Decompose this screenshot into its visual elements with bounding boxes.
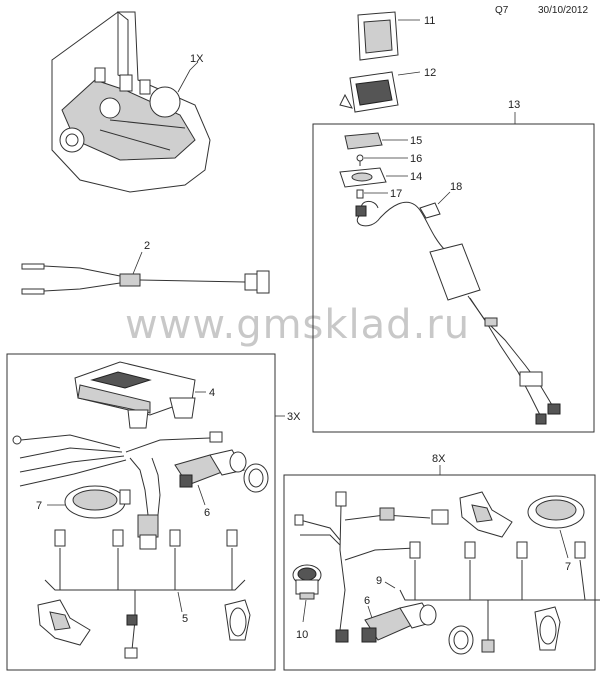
part-1-console-housing [51,10,211,193]
part-7-sensor-pad-right [527,495,585,529]
callout-18: 18 [450,181,462,193]
callout-8x: 8X [432,453,446,465]
part-4-control-module [74,361,196,429]
part-5-sensor-harness [12,431,246,659]
part-9-sensor-harness [294,491,600,653]
part-7-sensor-pad-left [64,485,131,519]
part-17-bolt [356,189,364,199]
callout-5: 5 [182,613,188,625]
part-18-clip [419,202,441,219]
part-ring-left [243,463,269,493]
callout-13: 13 [508,99,520,111]
part-bracket-left [37,599,91,646]
watermark: www.gmsklad.ru [125,302,470,348]
callout-14: 14 [410,171,422,183]
part-15-pad [344,132,383,150]
part-bracket-right [459,491,513,538]
group-box-8x [283,474,596,671]
callout-6-right: 6 [364,595,370,607]
part-13-harness [355,201,561,425]
callout-1x: 1X [190,53,204,65]
part-bezel-left [224,599,251,641]
part-12-phone-cradle [339,71,399,113]
part-16-screw [356,154,364,166]
diagram-date: 30/10/2012 [538,5,588,16]
callout-17: 17 [390,188,402,200]
callout-15: 15 [410,135,422,147]
part-11-phone-insert [357,11,399,61]
part-bezel-right [534,606,561,651]
part-2-adapter-cable [21,263,270,295]
callout-7-left: 7 [36,500,42,512]
callout-10: 10 [296,629,308,641]
group-box-13 [312,123,595,433]
callout-11: 11 [424,15,435,27]
part-ring-right [448,625,474,655]
callout-6-left: 6 [204,507,210,519]
callout-9: 9 [376,575,382,587]
callout-7-right: 7 [565,561,571,573]
part-14-mount-base [339,167,387,188]
part-6-sensor-connector-right [361,602,437,643]
callout-12: 12 [424,67,436,79]
part-6-sensor-connector-left [174,449,247,488]
part-10-switch [292,564,322,600]
callout-2: 2 [144,240,150,252]
callout-4: 4 [209,387,215,399]
callout-3x: 3X [287,411,301,423]
group-box-3x [6,353,276,671]
diagram-code: Q7 [495,5,509,16]
callout-16: 16 [410,153,422,165]
